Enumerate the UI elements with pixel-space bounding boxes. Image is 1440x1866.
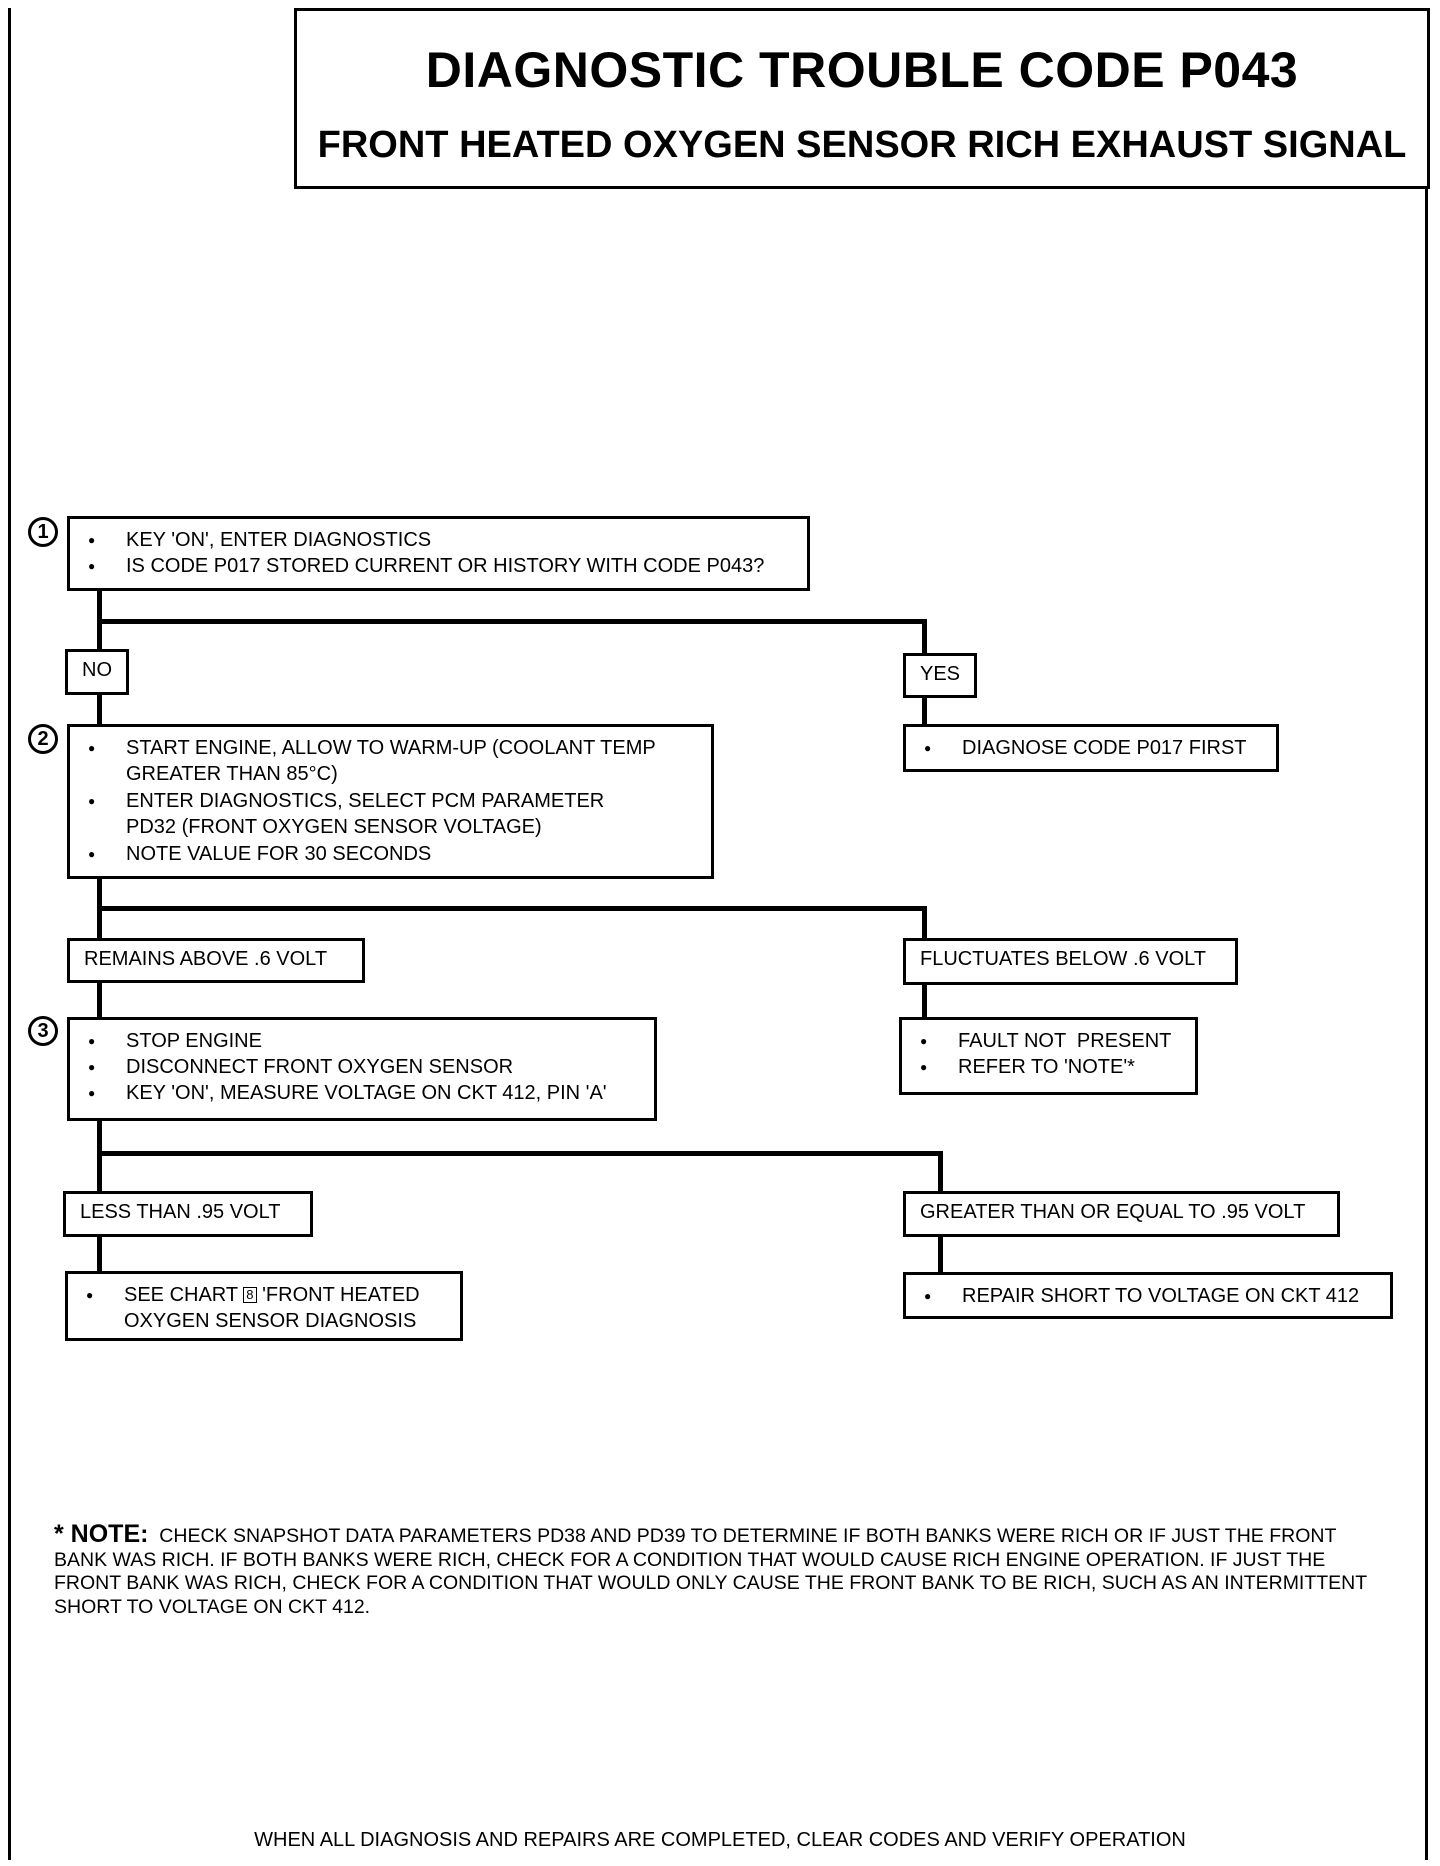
branch-fluctuates-below-label: FLUCTUATES BELOW .6 VOLT xyxy=(903,938,1238,985)
diagnose-p017-box: DIAGNOSE CODE P017 FIRST xyxy=(903,724,1279,772)
fault-not-present-box: FAULT NOT PRESENT REFER TO 'NOTE'* xyxy=(899,1017,1198,1095)
connector-no-down xyxy=(97,692,102,724)
connector-3-down xyxy=(97,1118,102,1196)
action-item: FAULT NOT PRESENT xyxy=(916,1028,1185,1054)
connector-remains-down xyxy=(97,979,102,1020)
step-1-item: KEY 'ON', ENTER DIAGNOSTICS xyxy=(84,527,797,553)
step-3-marker: 3 xyxy=(28,1016,58,1046)
note-text: CHECK SNAPSHOT DATA PARAMETERS PD38 AND … xyxy=(54,1525,1367,1618)
connector-3-horizontal xyxy=(97,1151,943,1156)
title-box: DIAGNOSTIC TROUBLE CODE P043 FRONT HEATE… xyxy=(294,8,1430,189)
step-3-item: KEY 'ON', MEASURE VOLTAGE ON CKT 412, PI… xyxy=(84,1080,644,1106)
branch-yes-label: YES xyxy=(903,653,978,698)
step-3-item: DISCONNECT FRONT OXYGEN SENSOR xyxy=(84,1054,644,1080)
page-subtitle: FRONT HEATED OXYGEN SENSOR RICH EXHAUST … xyxy=(317,124,1407,166)
connector-yes-down xyxy=(922,694,927,724)
connector-1-horizontal xyxy=(97,619,927,624)
step-1-box: KEY 'ON', ENTER DIAGNOSTICS IS CODE P017… xyxy=(67,516,810,591)
branch-no-label: NO xyxy=(65,649,129,695)
connector-1-down xyxy=(97,587,102,649)
step-3-box: STOP ENGINE DISCONNECT FRONT OXYGEN SENS… xyxy=(67,1017,657,1121)
connector-greater-down xyxy=(938,1234,943,1272)
note-heading: * NOTE: xyxy=(54,1520,149,1548)
step-1-marker: 1 xyxy=(28,517,58,547)
step-2-box: START ENGINE, ALLOW TO WARM-UP (COOLANT … xyxy=(67,724,714,879)
connector-2-horizontal xyxy=(97,906,927,911)
action-item: SEE CHART 8 'FRONT HEATED OXYGEN SENSOR … xyxy=(124,1284,420,1332)
action-item: REPAIR SHORT TO VOLTAGE ON CKT 412 xyxy=(920,1283,1380,1309)
chart-reference-badge: 8 xyxy=(243,1287,257,1303)
page-frame xyxy=(8,8,1428,1860)
branch-greater-equal-label: GREATER THAN OR EQUAL TO .95 VOLT xyxy=(903,1191,1340,1237)
connector-1-right-down xyxy=(922,619,927,653)
step-2-item: ENTER DIAGNOSTICS, SELECT PCM PARAMETER … xyxy=(84,788,656,840)
step-3-item: STOP ENGINE xyxy=(84,1028,644,1054)
footer-instruction: WHEN ALL DIAGNOSIS AND REPAIRS ARE COMPL… xyxy=(254,1829,1186,1851)
action-item: DIAGNOSE CODE P017 FIRST xyxy=(920,735,1266,761)
action-item: REFER TO 'NOTE'* xyxy=(916,1054,1185,1080)
see-chart-box: ● SEE CHART 8 'FRONT HEATED OXYGEN SENSO… xyxy=(65,1271,463,1341)
connector-2-right-down xyxy=(922,906,927,938)
bullet-icon: ● xyxy=(86,1288,94,1302)
connector-less-down xyxy=(97,1234,102,1274)
repair-short-box: REPAIR SHORT TO VOLTAGE ON CKT 412 xyxy=(903,1272,1393,1319)
page-title: DIAGNOSTIC TROUBLE CODE P043 xyxy=(425,42,1299,98)
step-2-marker: 2 xyxy=(28,724,58,754)
step-2-item: START ENGINE, ALLOW TO WARM-UP (COOLANT … xyxy=(84,735,656,787)
note-block: * NOTE: CHECK SNAPSHOT DATA PARAMETERS P… xyxy=(54,1520,1384,1619)
connector-3-right-down xyxy=(938,1151,943,1193)
step-2-item: NOTE VALUE FOR 30 SECONDS xyxy=(84,841,701,867)
branch-less-than-label: LESS THAN .95 VOLT xyxy=(63,1191,313,1237)
step-1-item: IS CODE P017 STORED CURRENT OR HISTORY W… xyxy=(84,553,797,579)
branch-remains-above-label: REMAINS ABOVE .6 VOLT xyxy=(67,938,365,983)
connector-fluctuates-down xyxy=(922,981,927,1017)
